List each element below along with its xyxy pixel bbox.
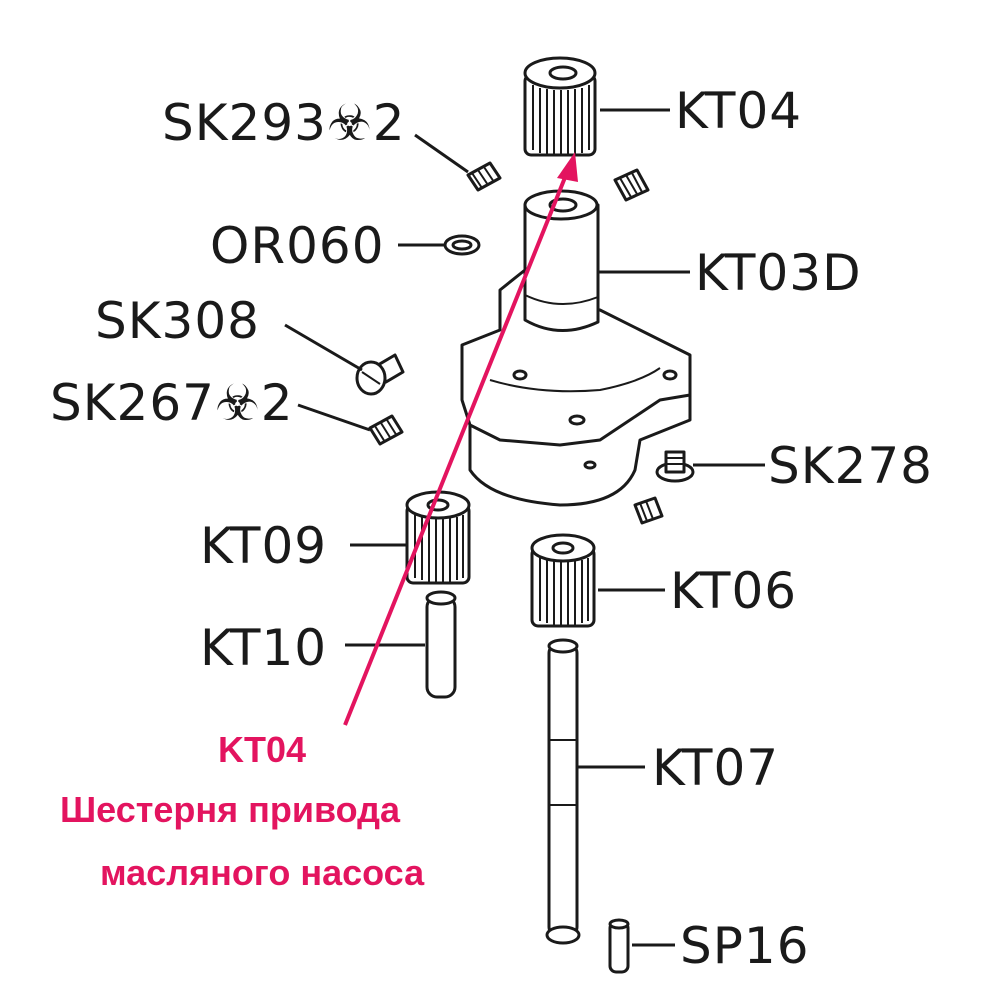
kt03d-housing (460, 189, 692, 507)
sk267-setscrew (368, 414, 404, 446)
kt10-pin (425, 590, 457, 699)
callout-line-2: масляного насоса (100, 852, 425, 893)
label-kt10: KT10 (200, 619, 327, 677)
leader-lines (284, 108, 765, 947)
label-sp16: SP16 (680, 917, 810, 975)
label-sk278: SK278 (768, 437, 933, 495)
label-or060: OR060 (210, 217, 385, 275)
label-kt06: KT06 (670, 562, 797, 620)
kt09-gear (405, 490, 471, 585)
label-kt03d: KT03D (695, 244, 862, 302)
label-sk293: SK293☣2 (162, 94, 406, 152)
callout-line-1: Шестерня привода (60, 789, 401, 830)
sk293-setscrew-left (466, 161, 502, 192)
kt06-gear (530, 533, 596, 628)
kt04-gear (523, 56, 597, 157)
setscrew-lower (633, 496, 664, 525)
arrow-head-icon (557, 152, 578, 182)
label-kt09: KT09 (200, 517, 327, 575)
sp16-pin (608, 918, 630, 974)
label-sk267: SK267☣2 (50, 374, 294, 432)
label-kt04: KT04 (675, 82, 802, 140)
or060-o-ring (443, 234, 481, 256)
sk293-setscrew-right (613, 168, 650, 202)
label-sk308: SK308 (95, 292, 260, 350)
sk278-screw (655, 450, 695, 483)
label-kt07: KT07 (652, 739, 779, 797)
callout-arrow (343, 152, 578, 726)
callout-title: KT04 (218, 729, 306, 770)
kt07-shaft (545, 638, 581, 945)
sk308-screw (355, 353, 405, 396)
